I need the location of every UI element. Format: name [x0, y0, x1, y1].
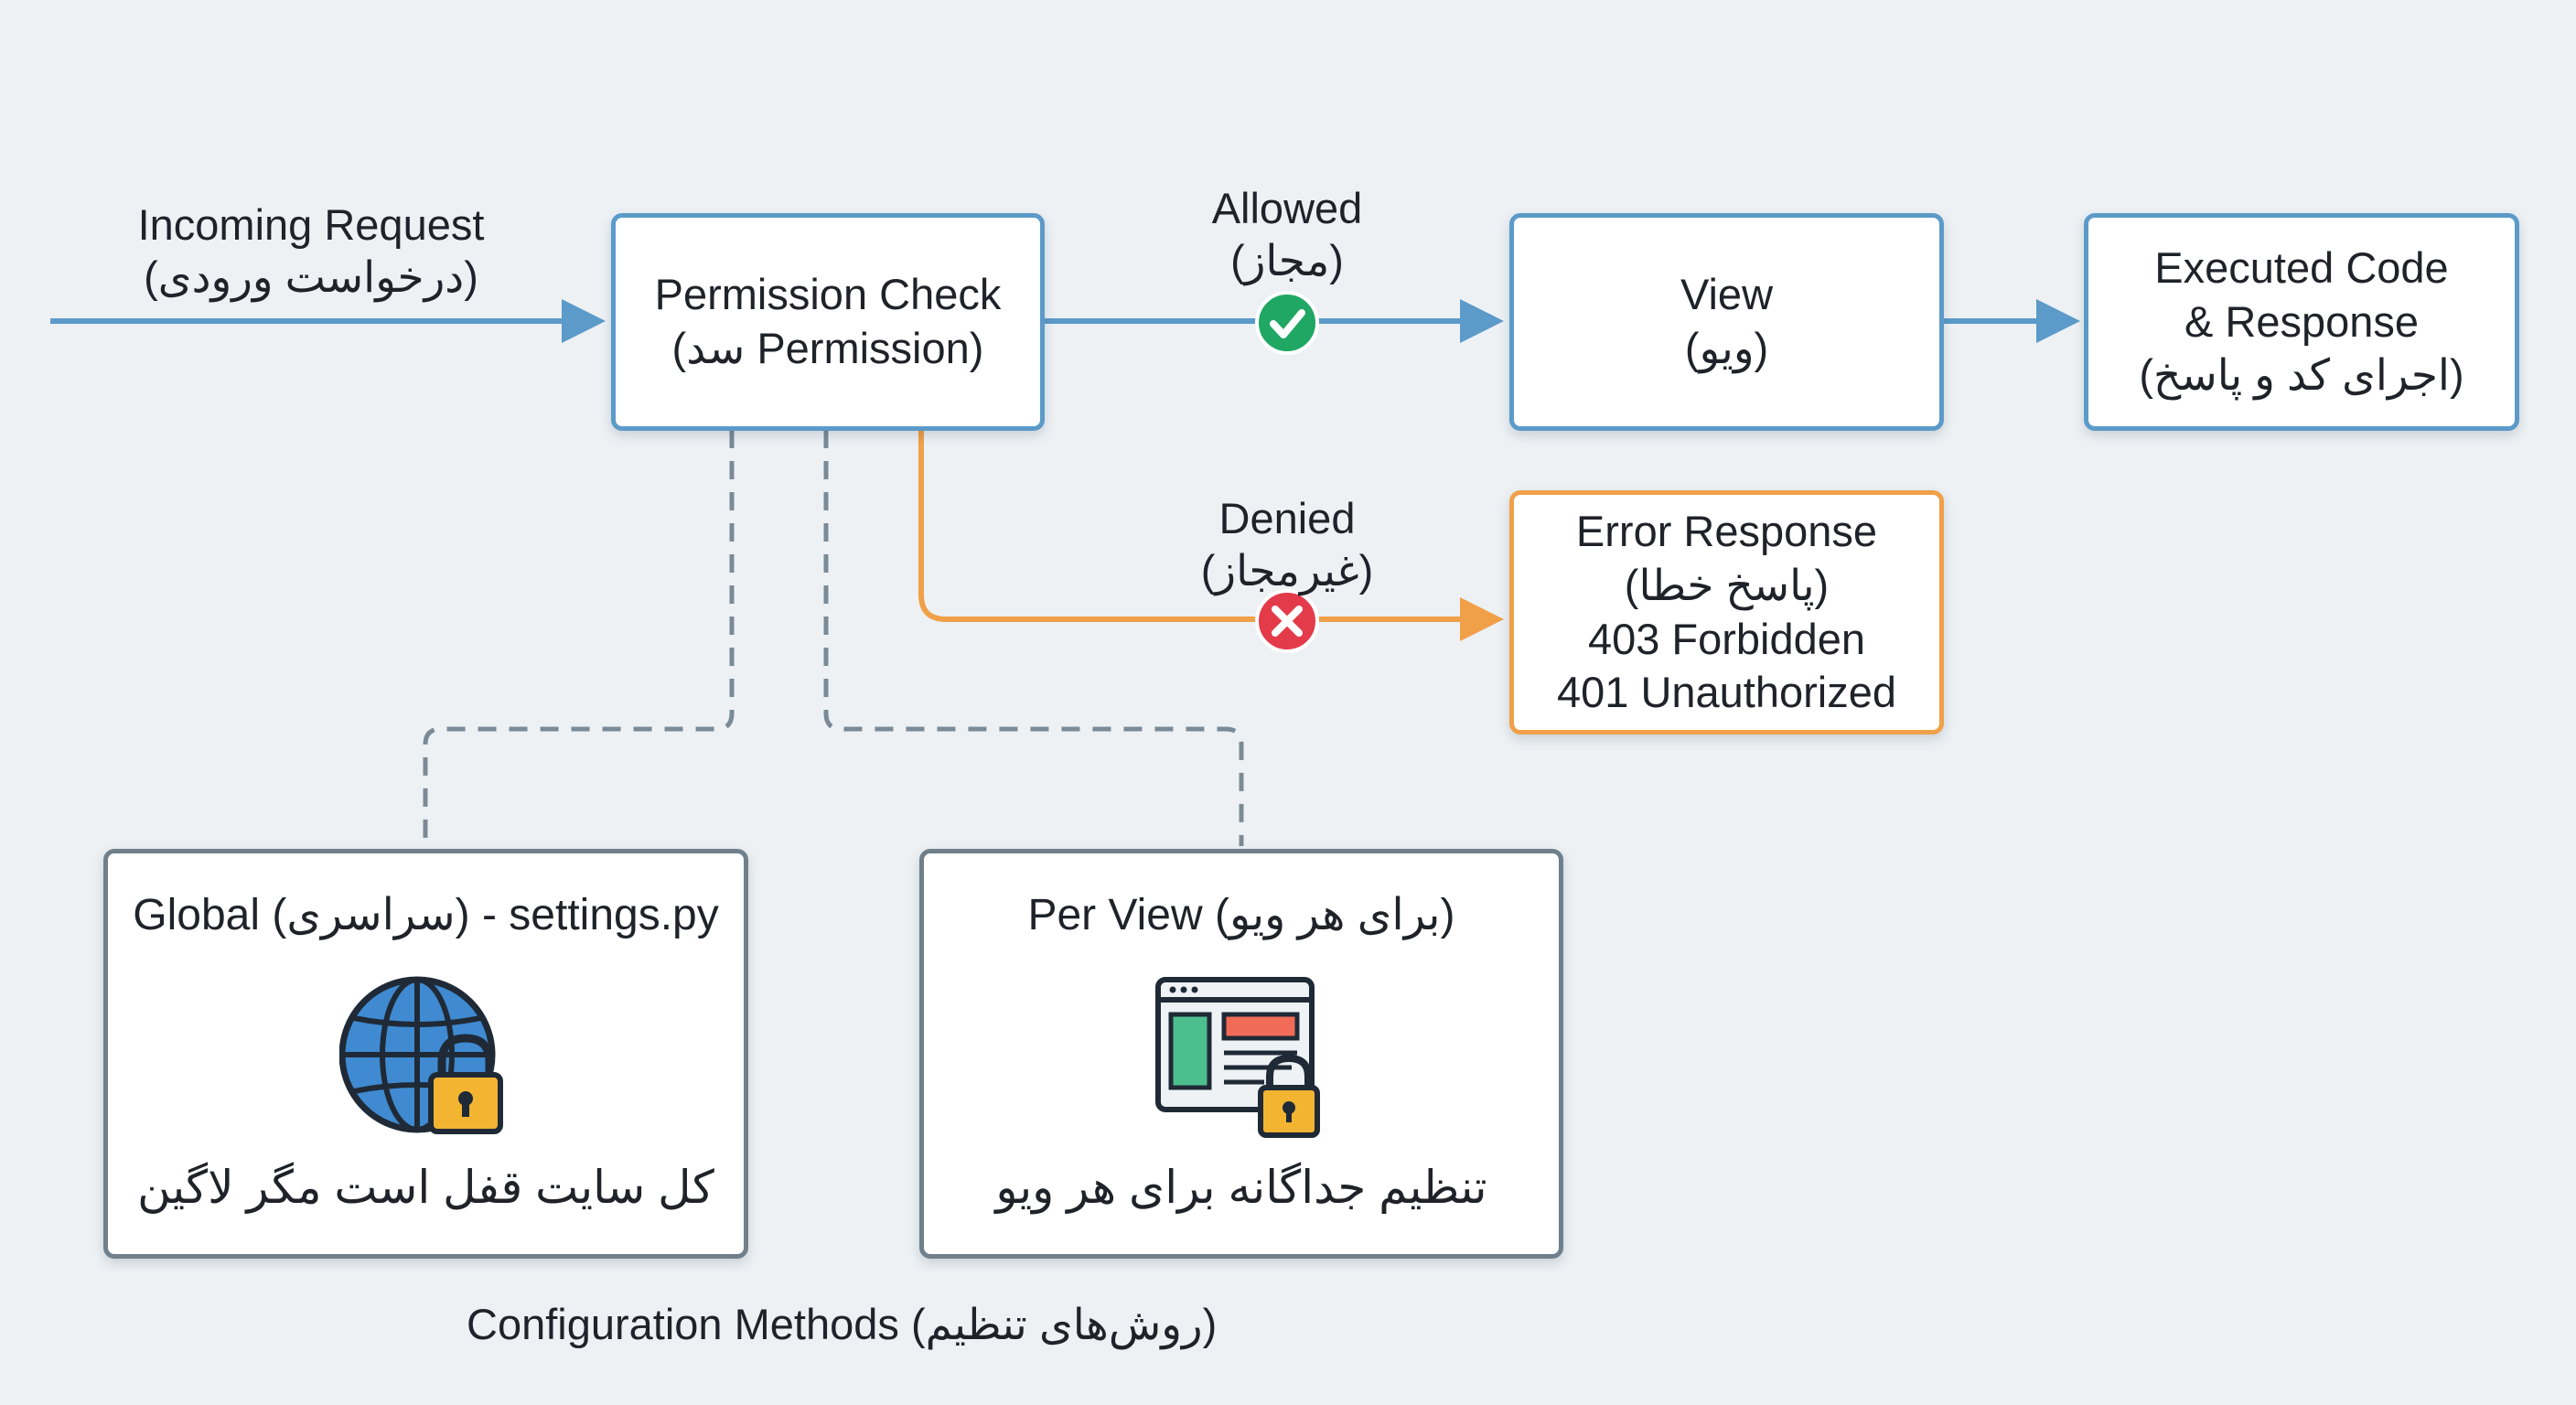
- permission-check-label-en: Permission Check: [654, 270, 1002, 319]
- globe-lock-icon: [338, 976, 503, 1134]
- allowed-label-fa: (مجاز): [1230, 236, 1344, 285]
- denied-label-fa: (غیرمجاز): [1200, 546, 1374, 595]
- view-box: View (ویو): [1509, 213, 1944, 431]
- incoming-label-en: Incoming Request: [137, 200, 485, 249]
- denied-label: Denied (غیرمجاز): [1150, 492, 1424, 597]
- per-view-method-box: Per View (برای هر ویو) تنظیم جداگانه برا…: [919, 849, 1563, 1259]
- configuration-methods-caption: Configuration Methods (روش‌های تنظیم): [467, 1300, 1218, 1348]
- incoming-label-fa: (درخواست ورودی): [144, 252, 478, 302]
- per-view-method-title: Per View (برای هر ویو): [1027, 891, 1455, 939]
- global-method-box: Global (سراسری) - settings.py کل سایت قف…: [103, 849, 748, 1259]
- allowed-label-en: Allowed: [1211, 184, 1363, 232]
- per-view-dashed-connector: [823, 430, 1244, 846]
- global-dashed-connector: [423, 430, 735, 846]
- error-label-fa: (پاسخ خطا): [1624, 560, 1830, 609]
- global-method-description: کل سایت قفل است مگر لاگین: [137, 1162, 714, 1213]
- allowed-label: Allowed (مجاز): [1150, 182, 1424, 287]
- executed-label-line2: & Response: [2184, 296, 2420, 346]
- allowed-check-icon: [1255, 291, 1319, 355]
- incoming-request-label: Incoming Request (درخواست ورودی): [119, 198, 503, 304]
- error-code-401: 401 Unauthorized: [1556, 668, 1897, 717]
- permission-check-box: Permission Check (سد Permission): [611, 213, 1045, 431]
- denied-label-en: Denied: [1218, 494, 1356, 542]
- permission-check-label-fa: (سد Permission): [671, 324, 984, 372]
- per-view-method-description: تنظیم جداگانه برای هر ویو: [995, 1162, 1487, 1213]
- error-code-403: 403 Forbidden: [1587, 614, 1866, 663]
- executed-label-fa: (اجرای کد و پاسخ): [2139, 350, 2464, 400]
- executed-label-line1: Executed Code: [2154, 242, 2449, 292]
- browser-lock-icon: [1155, 977, 1320, 1138]
- error-response-box: Error Response (پاسخ خطا) 403 Forbidden …: [1509, 490, 1944, 735]
- denied-arrow: [918, 430, 1504, 641]
- denied-x-icon: [1255, 589, 1319, 653]
- global-method-title: Global (سراسری) - settings.py: [133, 891, 719, 939]
- view-label-en: View: [1680, 270, 1774, 319]
- error-label-en: Error Response: [1575, 507, 1878, 555]
- executed-code-box: Executed Code & Response (اجرای کد و پاس…: [2084, 213, 2519, 431]
- view-label-fa: (ویو): [1684, 324, 1769, 372]
